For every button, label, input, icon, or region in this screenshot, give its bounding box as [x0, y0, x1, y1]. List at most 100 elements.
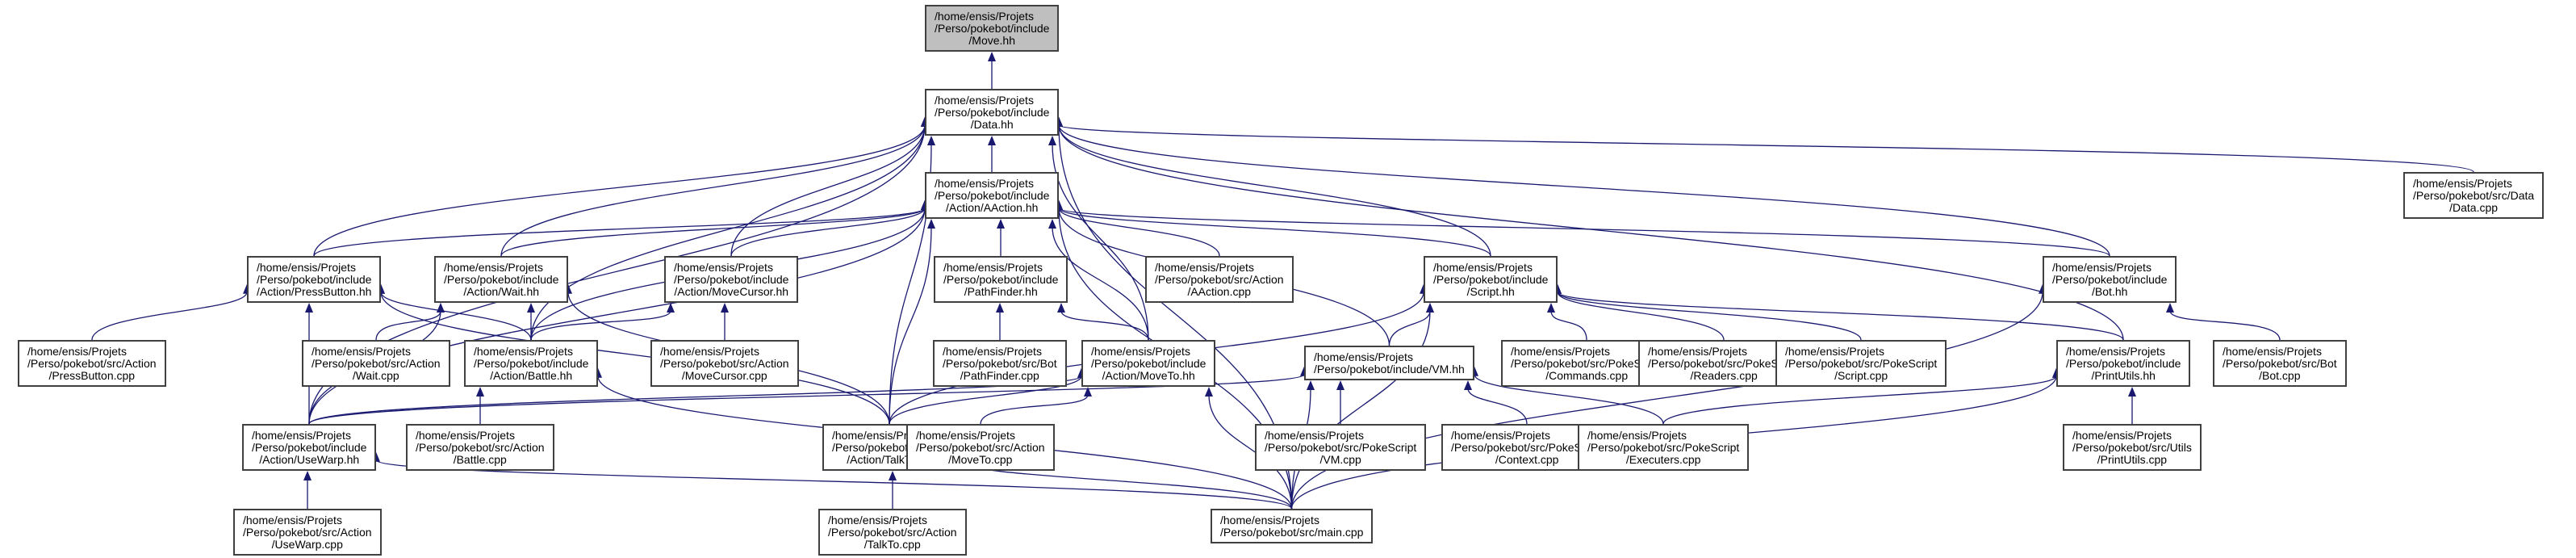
node-wait-hh[interactable]: /home/ensis/Projets/Perso/pokebot/includ…	[434, 256, 569, 303]
arrowhead-icon	[1057, 303, 1065, 313]
node-aaction-hh[interactable]: /home/ensis/Projets/Perso/pokebot/includ…	[925, 172, 1060, 219]
node-data-cpp[interactable]: /home/ensis/Projets/Perso/pokebot/src/Da…	[2403, 172, 2545, 219]
node-move-hh[interactable]: /home/ensis/Projets/Perso/pokebot/includ…	[925, 5, 1060, 52]
node-label-line: /Perso/pokebot/include	[674, 273, 789, 286]
node-label-line: /home/ensis/Projets	[1433, 261, 1533, 274]
edge-executers_cpp-to-vm_hh	[1474, 374, 1664, 425]
edge-movecursor_hh-to-data_hh	[730, 124, 926, 257]
edge-commands_cpp-to-script_hh	[1550, 310, 1587, 341]
node-label-line: /home/ensis/Projets	[1511, 345, 1610, 358]
node-label-line: /Perso/pokebot/src/PokeScript	[1265, 441, 1417, 454]
node-label-line: /home/ensis/Projets	[2223, 345, 2322, 358]
arrowhead-icon	[1336, 380, 1344, 390]
node-movecursor-cpp[interactable]: /home/ensis/Projets/Perso/pokebot/src/Ac…	[650, 340, 799, 387]
arrowhead-icon	[1048, 219, 1056, 229]
node-label-line: /home/ensis/Projets	[935, 94, 1034, 107]
node-script-cpp[interactable]: /home/ensis/Projets/Perso/pokebot/src/Po…	[1775, 340, 1947, 387]
node-main-cpp[interactable]: /home/ensis/Projets/Perso/pokebot/src/ma…	[1211, 509, 1374, 543]
edge-main_cpp-to-bot_hh	[1290, 292, 2043, 510]
node-battle-hh[interactable]: /home/ensis/Projets/Perso/pokebot/includ…	[464, 340, 599, 387]
node-usewarp-cpp[interactable]: /home/ensis/Projets/Perso/pokebot/src/Ac…	[233, 509, 382, 556]
node-label-line: /Action/Wait.hh	[463, 285, 540, 298]
node-pressbutton-hh[interactable]: /home/ensis/Projets/Perso/pokebot/includ…	[247, 256, 382, 303]
node-label-line: /Move.hh	[968, 34, 1016, 47]
node-label-line: /Executers.cpp	[1625, 453, 1701, 466]
node-label-line: /Perso/pokebot/src/Action	[243, 526, 372, 539]
node-data-hh[interactable]: /home/ensis/Projets/Perso/pokebot/includ…	[925, 89, 1060, 136]
node-label-line: /VM.cpp	[1319, 453, 1361, 466]
node-movecursor-hh[interactable]: /home/ensis/Projets/Perso/pokebot/includ…	[664, 256, 799, 303]
node-pathfinder-hh[interactable]: /home/ensis/Projets/Perso/pokebot/includ…	[934, 256, 1068, 303]
node-label-line: /Perso/pokebot/src/PokeScript	[1451, 441, 1604, 454]
edge-vm_hh-to-script_hh	[1388, 310, 1431, 346]
node-label-line: /Perso/pokebot/include	[935, 22, 1050, 35]
node-talkto-cpp[interactable]: /home/ensis/Projets/Perso/pokebot/src/Ac…	[818, 509, 967, 556]
node-label-line: /Perso/pokebot/src/Bot	[2223, 357, 2337, 370]
node-label-line: /Action/MoveCursor.hh	[674, 285, 789, 298]
node-label-line: /home/ensis/Projets	[2413, 177, 2512, 190]
node-label-line: /home/ensis/Projets	[1091, 345, 1190, 358]
node-label-line: /Readers.cpp	[1690, 369, 1758, 382]
node-label-line: /home/ensis/Projets	[943, 261, 1043, 274]
node-label-line: /home/ensis/Projets	[1587, 429, 1687, 442]
arrowhead-icon	[437, 303, 445, 313]
arrowhead-icon	[927, 219, 935, 229]
node-script-hh[interactable]: /home/ensis/Projets/Perso/pokebot/includ…	[1424, 256, 1558, 303]
arrowhead-icon	[1048, 136, 1056, 145]
node-usewarp-hh[interactable]: /home/ensis/Projets/Perso/pokebot/includ…	[242, 424, 377, 471]
edge-script_cpp-to-script_hh	[1557, 292, 1862, 341]
node-label-line: /Perso/pokebot/src/Data	[2413, 189, 2535, 202]
arrowhead-icon	[889, 471, 897, 480]
node-label-line: /Bot.cpp	[2259, 369, 2301, 382]
node-label-line: /home/ensis/Projets	[1648, 345, 1747, 358]
arrowhead-icon	[2128, 387, 2136, 396]
edge-moveto_hh-to-pathfinder_hh	[1060, 310, 1149, 341]
edge-battle_hh-to-movecursor_hh	[530, 310, 671, 341]
node-label-line: /PathFinder.hh	[964, 285, 1038, 298]
arrowhead-icon	[996, 303, 1004, 313]
node-moveto-cpp[interactable]: /home/ensis/Projets/Perso/pokebot/src/Ac…	[906, 424, 1055, 471]
node-label-line: /home/ensis/Projets	[1451, 429, 1550, 442]
node-printutils-hh[interactable]: /home/ensis/Projets/Perso/pokebot/includ…	[2056, 340, 2191, 387]
node-vm-cpp[interactable]: /home/ensis/Projets/Perso/pokebot/src/Po…	[1255, 424, 1427, 471]
edge-printutils_hh-to-script_hh	[1557, 292, 2124, 341]
arrowhead-icon	[305, 303, 313, 313]
node-label-line: /PathFinder.cpp	[960, 369, 1039, 382]
node-label-line: /Perso/pokebot/include	[444, 273, 559, 286]
edge-aaction_cpp-to-aaction_hh	[1058, 208, 1220, 257]
node-label-line: /Perso/pokebot/include	[1433, 273, 1549, 286]
node-label-line: /home/ensis/Projets	[935, 10, 1034, 23]
node-vm-hh[interactable]: /home/ensis/Projets/Perso/pokebot/includ…	[1304, 346, 1474, 380]
node-pathfinder-cpp[interactable]: /home/ensis/Projets/Perso/pokebot/src/Bo…	[933, 340, 1067, 387]
node-label-line: /Perso/pokebot/src/Bot	[943, 357, 1057, 370]
edge-pressbutton_hh-to-aaction_hh	[313, 208, 926, 257]
node-printutils-cpp[interactable]: /home/ensis/Projets/Perso/pokebot/src/Ut…	[2063, 424, 2202, 471]
node-label-line: /Perso/pokebot/src/Action	[660, 357, 789, 370]
node-label-line: /Perso/pokebot/include	[252, 441, 367, 454]
edge-battle_hh-to-data_hh	[530, 124, 926, 341]
arrowhead-icon	[988, 52, 996, 61]
node-label-line: /Perso/pokebot/include/VM.hh	[1314, 363, 1465, 375]
node-bot-hh[interactable]: /home/ensis/Projets/Perso/pokebot/includ…	[2043, 256, 2177, 303]
node-label-line: /Perso/pokebot/include	[474, 357, 589, 370]
node-label-line: /home/ensis/Projets	[312, 345, 411, 358]
node-aaction-cpp[interactable]: /home/ensis/Projets/Perso/pokebot/src/Ac…	[1145, 256, 1294, 303]
node-label-line: /Action/Battle.hh	[490, 369, 573, 382]
node-label-line: /home/ensis/Projets	[27, 345, 127, 358]
node-label-line: /TalkTo.cpp	[864, 538, 921, 551]
node-pressbutton-cpp[interactable]: /home/ensis/Projets/Perso/pokebot/src/Ac…	[18, 340, 166, 387]
node-battle-cpp[interactable]: /home/ensis/Projets/Perso/pokebot/src/Ac…	[406, 424, 554, 471]
edge-talkto_hh-to-moveto_hh	[889, 375, 1082, 425]
node-label-line: /home/ensis/Projets	[2066, 345, 2165, 358]
node-label-line: /home/ensis/Projets	[252, 429, 351, 442]
node-bot-cpp[interactable]: /home/ensis/Projets/Perso/pokebot/src/Bo…	[2213, 340, 2347, 387]
node-wait-cpp[interactable]: /home/ensis/Projets/Perso/pokebot/src/Ac…	[302, 340, 450, 387]
node-executers-cpp[interactable]: /home/ensis/Projets/Perso/pokebot/src/Po…	[1578, 424, 1750, 471]
node-label-line: /home/ensis/Projets	[444, 261, 543, 274]
arrowhead-icon	[927, 136, 935, 145]
node-label-line: /home/ensis/Projets	[1265, 429, 1364, 442]
node-moveto-hh[interactable]: /home/ensis/Projets/Perso/pokebot/includ…	[1081, 340, 1216, 387]
edge-readers_cpp-to-script_hh	[1557, 292, 1725, 341]
arrowhead-icon	[1205, 387, 1213, 396]
edge-pressbutton_hh-to-data_hh	[313, 124, 926, 257]
